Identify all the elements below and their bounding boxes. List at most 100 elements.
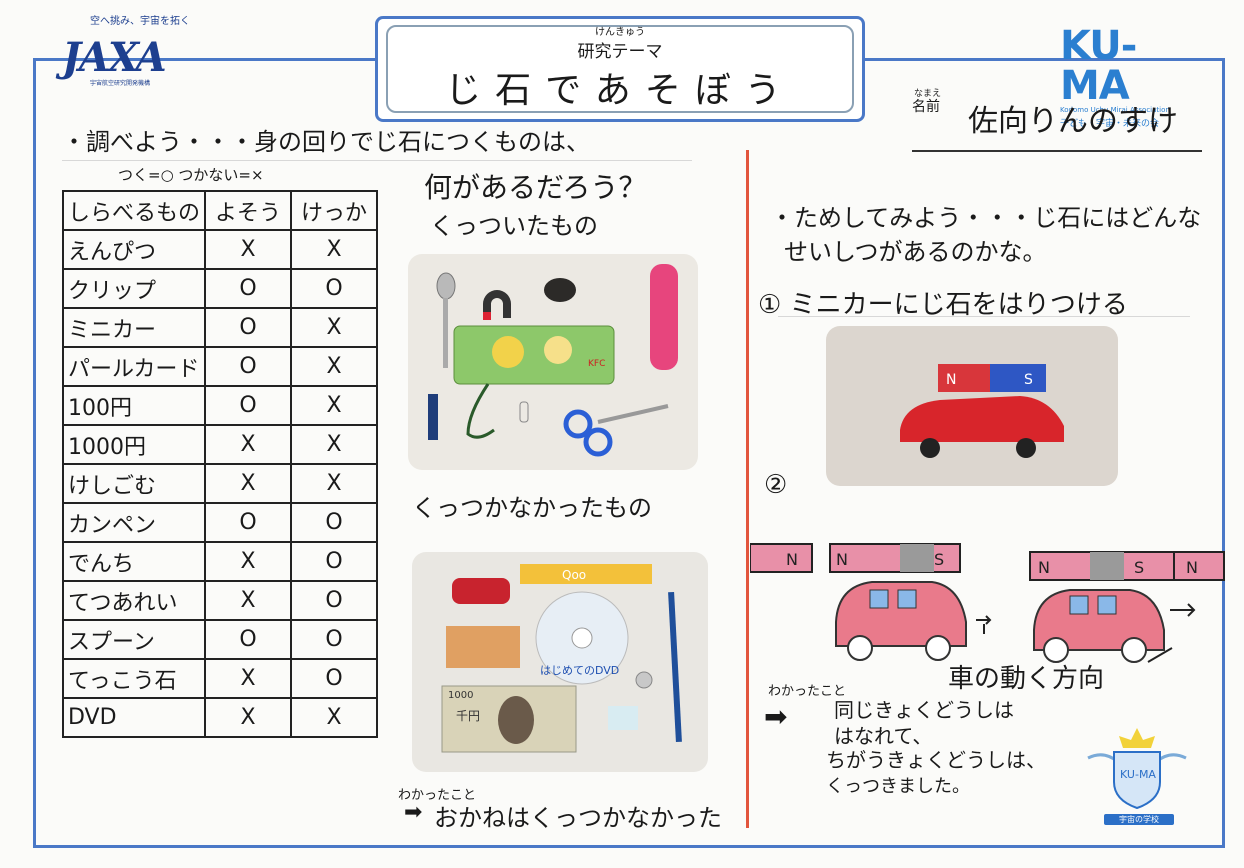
header-result: けっか: [290, 190, 379, 231]
bill-text: 千円: [456, 709, 480, 723]
row-prediction: X: [204, 424, 293, 465]
row-prediction: X: [204, 658, 293, 699]
jaxa-tagline: 空へ挑み、宇宙を拓く: [90, 16, 190, 27]
row-result: X: [290, 385, 379, 426]
dvd-label: はじめてのDVD: [540, 664, 619, 677]
row-result: X: [290, 346, 379, 387]
row-item: クリップ: [61, 268, 207, 309]
kuma-japanese: 子ども・宇宙・未来の会: [1060, 119, 1160, 129]
row-item: けしごむ: [61, 463, 207, 504]
question-text: 何があるだろう？: [424, 171, 647, 204]
photo-magnet-n: N: [946, 372, 956, 388]
header-item: しらべるもの: [61, 190, 207, 231]
stuck-items-illustration: KFC: [428, 264, 678, 457]
arrow-left-finding: ➡: [404, 800, 423, 825]
row-item: ミニカー: [61, 307, 207, 348]
right-finding-line3: ちがうきょくどうしは、: [826, 748, 1046, 772]
row-prediction: X: [204, 463, 293, 504]
row-result: X: [290, 463, 379, 504]
theme-title: じ石であそぼう: [445, 70, 795, 111]
bill-number: 1000: [448, 690, 473, 701]
ruler-label: Qoo: [562, 568, 586, 582]
badge-emblem: KU-MA: [1087, 728, 1187, 810]
row-prediction: X: [204, 580, 293, 621]
jaxa-logo: 空へ挑み、宇宙を拓く JAXA 宇宙航空研究開発機構: [62, 12, 192, 98]
step1-text: ① ミニカーにじ石をはりつける: [758, 290, 1128, 320]
magnet-label-n2: N: [836, 550, 848, 569]
row-result: O: [290, 502, 379, 543]
row-result: O: [290, 619, 379, 660]
not-stuck-items-photo: Qoo はじめてのDVD 1000 千円: [412, 552, 708, 772]
row-result: X: [290, 424, 379, 465]
row-result: O: [290, 541, 379, 582]
name-field: なまえ 名前 佐向りんのすけ: [912, 86, 1202, 152]
magnet-label-n1: N: [786, 550, 798, 569]
right-finding-label: わかったこと: [768, 684, 847, 699]
jaxa-wordmark: JAXA: [62, 34, 167, 81]
theme-label: 研究テーマ: [577, 42, 663, 62]
magnet-label-n3: N: [1038, 558, 1050, 577]
row-result: O: [290, 268, 379, 309]
not-stuck-label: くっつかなかったもの: [412, 494, 652, 522]
kuma-english: Kodomo Uchu Mirai Association: [1060, 106, 1170, 114]
row-prediction: O: [204, 502, 293, 543]
row-item: スプーン: [61, 619, 207, 660]
kuma-wordmark: KU-MA: [1060, 23, 1137, 109]
row-item: てつあれい: [61, 580, 207, 621]
right-finding-line4: くっつきました。: [826, 776, 970, 797]
legend-text: つく=○ つかない=×: [118, 166, 264, 184]
row-item: パールカード: [61, 346, 207, 387]
direction-label: 車の動く方向: [948, 664, 1105, 694]
guide-line: [62, 160, 692, 161]
row-prediction: X: [204, 229, 293, 270]
magnet-label-s2: S: [1134, 558, 1144, 577]
name-value: 佐向りんのすけ: [968, 104, 1178, 139]
theme-inner-frame: [386, 25, 854, 113]
right-finding-line2: はなれて、: [834, 724, 933, 748]
not-stuck-items-illustration: Qoo はじめてのDVD 1000 千円: [441, 564, 682, 753]
row-result: O: [290, 580, 379, 621]
name-ruby: なまえ: [914, 89, 942, 99]
stuck-items-photo: KFC: [408, 254, 698, 470]
row-prediction: O: [204, 307, 293, 348]
left-heading: ・調べよう・・・身の回りでじ石につくものは、: [62, 128, 590, 156]
row-result: X: [290, 697, 379, 738]
guide-line: [778, 316, 1190, 317]
car-magnet-illustration: N S: [900, 364, 1064, 458]
row-item: 100円: [61, 385, 207, 426]
table-header-row: しらべるもの よそう けっか: [61, 190, 379, 231]
center-divider: [746, 150, 749, 828]
magnet-cars-drawing: N N S N S N: [750, 543, 1225, 663]
row-item: えんぴつ: [61, 229, 207, 270]
theme-ruby: けんきゅう: [595, 27, 645, 38]
stuck-label: くっついたもの: [430, 212, 598, 240]
right-finding-line1: 同じきょくどうしは: [834, 698, 1014, 722]
row-result: X: [290, 307, 379, 348]
magnet-label-s1: S: [934, 550, 944, 569]
arrow-right-finding: ➡: [764, 700, 788, 733]
row-prediction: O: [204, 346, 293, 387]
row-item: カンペン: [61, 502, 207, 543]
left-finding-label: わかったこと: [398, 788, 477, 803]
header-prediction: よそう: [204, 190, 293, 231]
car-magnet-photo: N S: [826, 326, 1118, 486]
row-item: DVD: [61, 697, 207, 738]
row-prediction: O: [204, 619, 293, 660]
school-badge: KU-MA 宇宙の学校: [1080, 722, 1194, 828]
row-prediction: X: [204, 697, 293, 738]
row-prediction: X: [204, 541, 293, 582]
theme-box: けんきゅう 研究テーマ じ石であそぼう: [375, 16, 865, 122]
row-result: X: [290, 229, 379, 270]
right-heading-line2: せいしつがあるのかな。: [784, 238, 1047, 266]
pencase-brand: KFC: [588, 359, 605, 369]
